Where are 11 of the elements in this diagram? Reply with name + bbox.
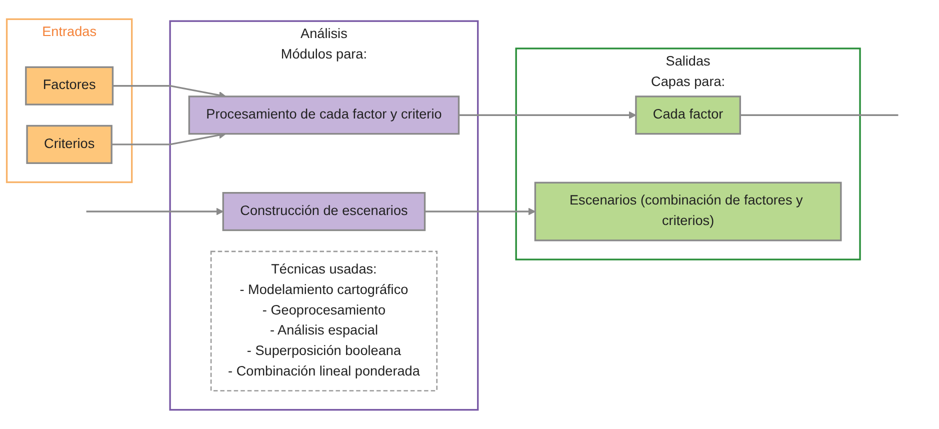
node-box: Cada factor — [635, 96, 742, 135]
node-box: Factores — [25, 66, 114, 106]
arrow — [86, 208, 224, 216]
arrow — [424, 208, 536, 216]
node-box: Procesamiento de cada factor y criterio — [188, 96, 460, 135]
node-box: Escenarios (combinación de factores y criterios) — [534, 182, 842, 242]
node-box: Criterios — [26, 124, 112, 164]
node-box: Técnicas usadas: - Modelamiento cartográfico - Geoprocesamiento - Análisis espacial - Superposición booleana - Combinación lineal ponderada — [210, 250, 438, 392]
connector — [740, 114, 898, 116]
node-box: Construcción de escenarios — [222, 192, 426, 232]
arrow — [458, 111, 636, 119]
